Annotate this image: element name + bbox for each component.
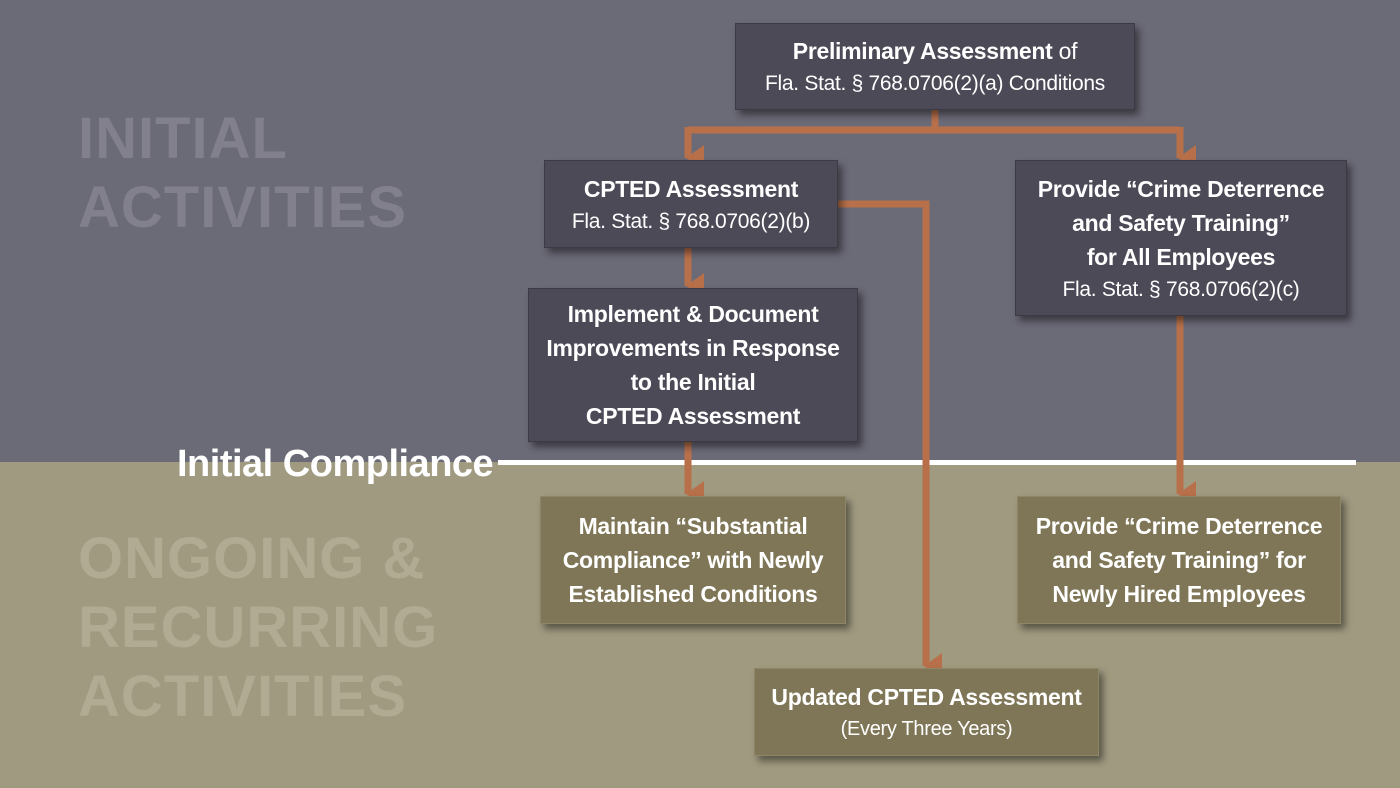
- maintain-line: Compliance” with Newly: [562, 547, 824, 573]
- training-all-statute: Fla. Stat. § 768.0706(2)(c): [1062, 277, 1300, 301]
- section-label-line: ACTIVITIES: [78, 175, 408, 240]
- preliminary-assessment-box: Preliminary Assessment of Fla. Stat. § 7…: [735, 23, 1135, 110]
- preliminary-assessment-title: Preliminary Assessment of: [792, 34, 1078, 68]
- training-all-line: for All Employees: [1086, 243, 1276, 270]
- training-all-line: and Safety Training”: [1072, 209, 1290, 236]
- preliminary-assessment-title-tail: of: [1052, 38, 1078, 64]
- implement-line: CPTED Assessment: [585, 403, 801, 429]
- training-all-line: Provide “Crime Deterrence: [1037, 175, 1325, 202]
- training-new-line: Provide “Crime Deterrence: [1035, 513, 1323, 539]
- training-all-employees-box: Provide “Crime Deterrence and Safety Tra…: [1015, 160, 1347, 316]
- maintain-line: Established Conditions: [568, 581, 818, 607]
- section-label-line: ONGOING &: [78, 526, 426, 591]
- training-new-line: and Safety Training” for: [1052, 547, 1306, 573]
- updated-cpted-title: Updated CPTED Assessment: [771, 683, 1082, 710]
- preliminary-assessment-statute: Fla. Stat. § 768.0706(2)(a) Conditions: [765, 72, 1105, 95]
- training-new-line: Newly Hired Employees: [1052, 581, 1306, 607]
- implement-line: Implement & Document: [567, 301, 819, 327]
- preliminary-assessment-title-bold: Preliminary Assessment: [792, 38, 1053, 64]
- section-label-line: INITIAL: [78, 106, 288, 171]
- section-label-line: RECURRING: [78, 595, 439, 660]
- cpted-assessment-title: CPTED Assessment: [583, 175, 799, 202]
- cpted-assessment-statute: Fla. Stat. § 768.0706(2)(b): [571, 209, 811, 233]
- updated-cpted-box: Updated CPTED Assessment (Every Three Ye…: [754, 668, 1099, 756]
- implement-line: Improvements in Response: [546, 335, 840, 361]
- connector-cpted-to-updated: [838, 200, 942, 679]
- initial-compliance-label: Initial Compliance: [177, 443, 494, 485]
- updated-cpted-note: (Every Three Years): [840, 717, 1013, 740]
- implement-improvements-box: Implement & Document Improvements in Res…: [528, 288, 858, 442]
- section-label-line: ACTIVITIES: [78, 664, 408, 729]
- initial-activities-label: INITIAL ACTIVITIES: [78, 104, 407, 242]
- maintain-line: Maintain “Substantial: [578, 513, 808, 539]
- cpted-assessment-box: CPTED Assessment Fla. Stat. § 768.0706(2…: [544, 160, 838, 248]
- ongoing-activities-label: ONGOING & RECURRING ACTIVITIES: [78, 524, 438, 731]
- implement-line: to the Initial: [630, 369, 756, 395]
- training-new-hires-box: Provide “Crime Deterrence and Safety Tra…: [1017, 496, 1341, 624]
- maintain-compliance-box: Maintain “Substantial Compliance” with N…: [540, 496, 846, 624]
